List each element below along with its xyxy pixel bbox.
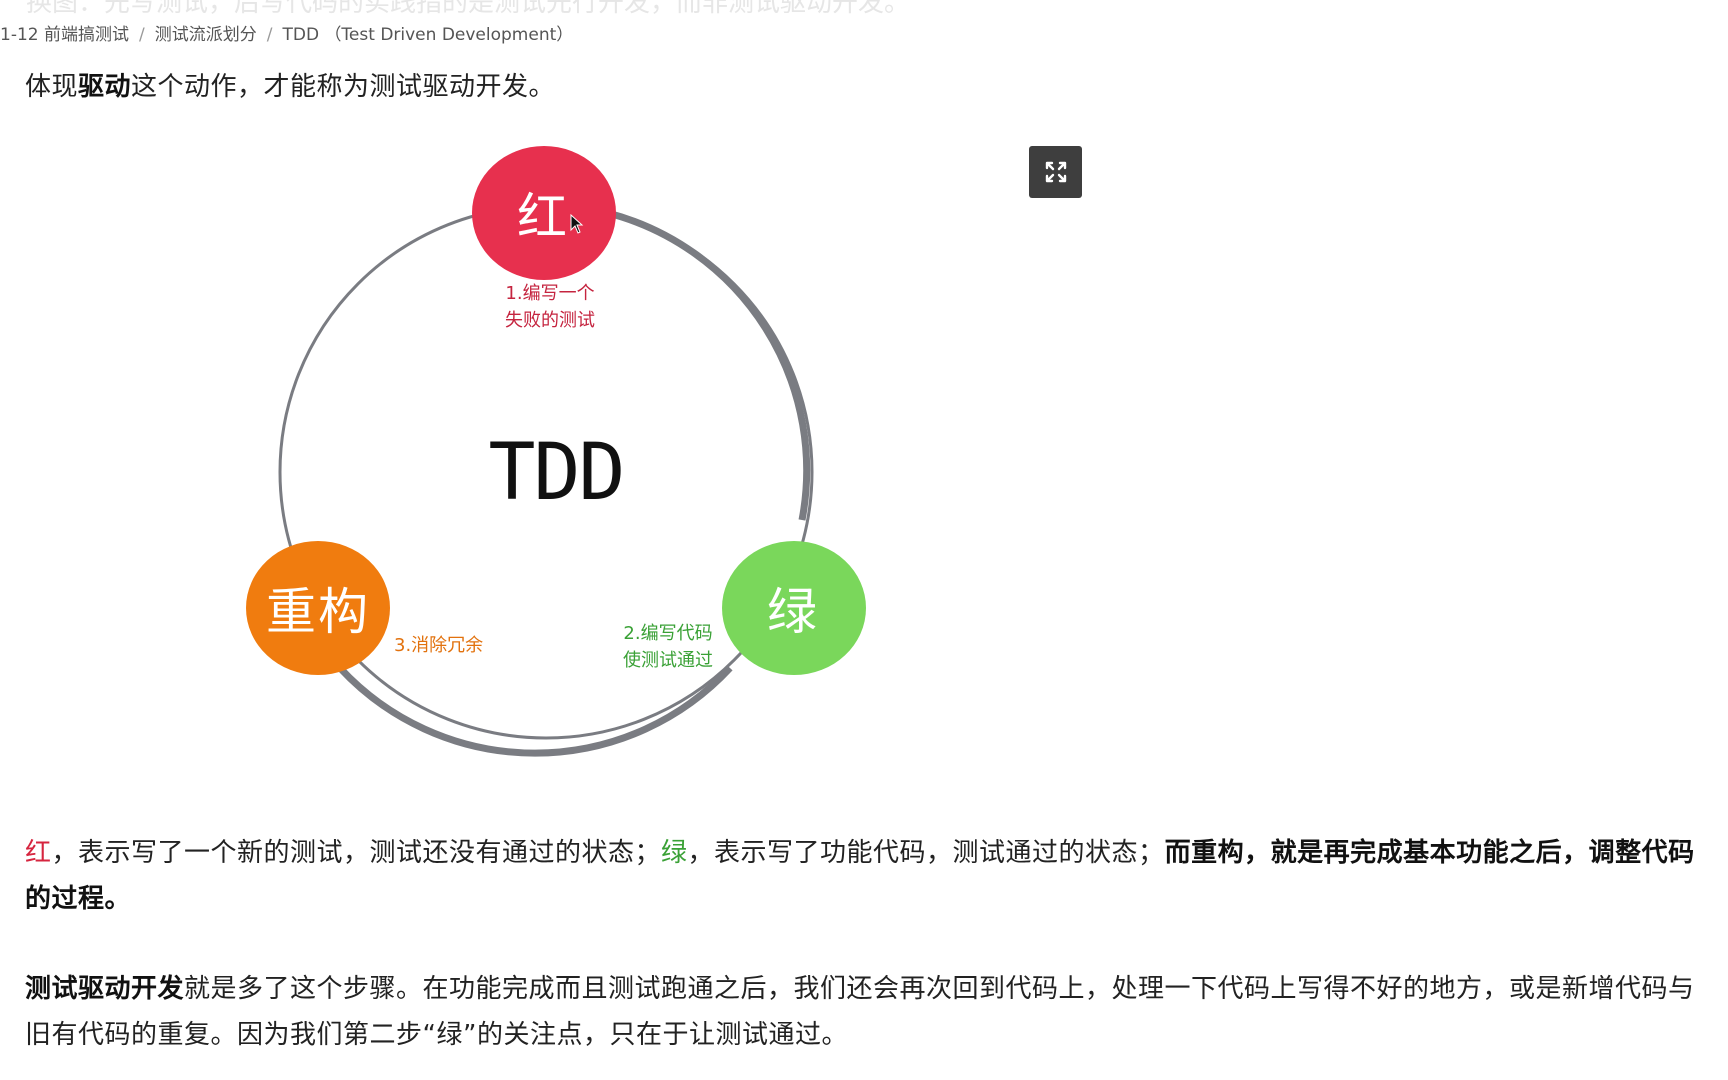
intro-text-bold: 驱动: [78, 72, 132, 102]
step-3-label: 3.消除冗余: [394, 635, 484, 656]
intro-paragraph: 体现驱动这个动作，才能称为测试驱动开发。: [25, 64, 555, 110]
tdd-cycle-diagram: 红 绿 重构 TDD 1.编写一个 失败的测试 2.编写代码 使测试通过 3.消…: [210, 128, 910, 778]
mouse-cursor-icon: [570, 213, 584, 238]
green-explanation: ，表示写了功能代码，测试通过的状态；: [687, 838, 1165, 868]
step-2-label: 2.编写代码 使测试通过: [608, 620, 728, 674]
summary-text: 就是多了这个步骤。在功能完成而且测试跑通之后，我们还会再次回到代码上，处理一下代…: [25, 974, 1695, 1050]
ring-arc-red-green: [607, 209, 811, 521]
refactor-explanation-bold: 而重构，就是再完成基本功能之后，调整代码的过程。: [25, 838, 1695, 914]
summary-bold-term: 测试驱动开发: [25, 974, 185, 1004]
intro-text-pre: 体现: [25, 72, 79, 102]
faded-previous-line: 换图：先写测试，后写代码的实践指的是测试先行开发，而非测试驱动开发。: [26, 0, 911, 18]
red-explanation: ，表示写了一个新的测试，测试还没有通过的状态；: [51, 838, 662, 868]
red-stage-node: 红: [472, 146, 616, 280]
red-keyword: 红: [25, 838, 52, 868]
step-1-label: 1.编写一个 失败的测试: [480, 280, 620, 334]
breadcrumb-item-current: TDD （Test Driven Development）: [282, 25, 574, 45]
tdd-summary-paragraph: 测试驱动开发就是多了这个步骤。在功能完成而且测试跑通之后，我们还会再次回到代码上…: [25, 966, 1715, 1058]
intro-text-post: 这个动作，才能称为测试驱动开发。: [131, 72, 556, 102]
step-1-line-2: 失败的测试: [505, 310, 595, 331]
fullscreen-button[interactable]: [1029, 146, 1082, 198]
breadcrumb-item-chapter[interactable]: 1-12 前端搞测试: [0, 25, 129, 45]
refactor-stage-node: 重构: [246, 541, 390, 675]
green-stage-node: 绿: [722, 541, 866, 675]
breadcrumb: 1-12 前端搞测试 / 测试流派划分 / TDD （Test Driven Devel…: [0, 20, 573, 45]
step-2-line-1: 2.编写代码: [623, 623, 713, 644]
step-1-line-1: 1.编写一个: [505, 283, 595, 304]
tdd-center-label: TDD: [488, 428, 626, 518]
green-keyword: 绿: [661, 838, 688, 868]
breadcrumb-separator: /: [139, 25, 145, 45]
ring-arc-green-orange: [337, 665, 733, 757]
stages-explanation-paragraph: 红，表示写了一个新的测试，测试还没有通过的状态；绿，表示写了功能代码，测试通过的…: [25, 830, 1715, 922]
breadcrumb-separator: /: [266, 25, 273, 45]
step-2-line-2: 使测试通过: [623, 650, 713, 671]
expand-icon: [1045, 161, 1066, 183]
breadcrumb-item-section[interactable]: 测试流派划分: [154, 25, 257, 45]
